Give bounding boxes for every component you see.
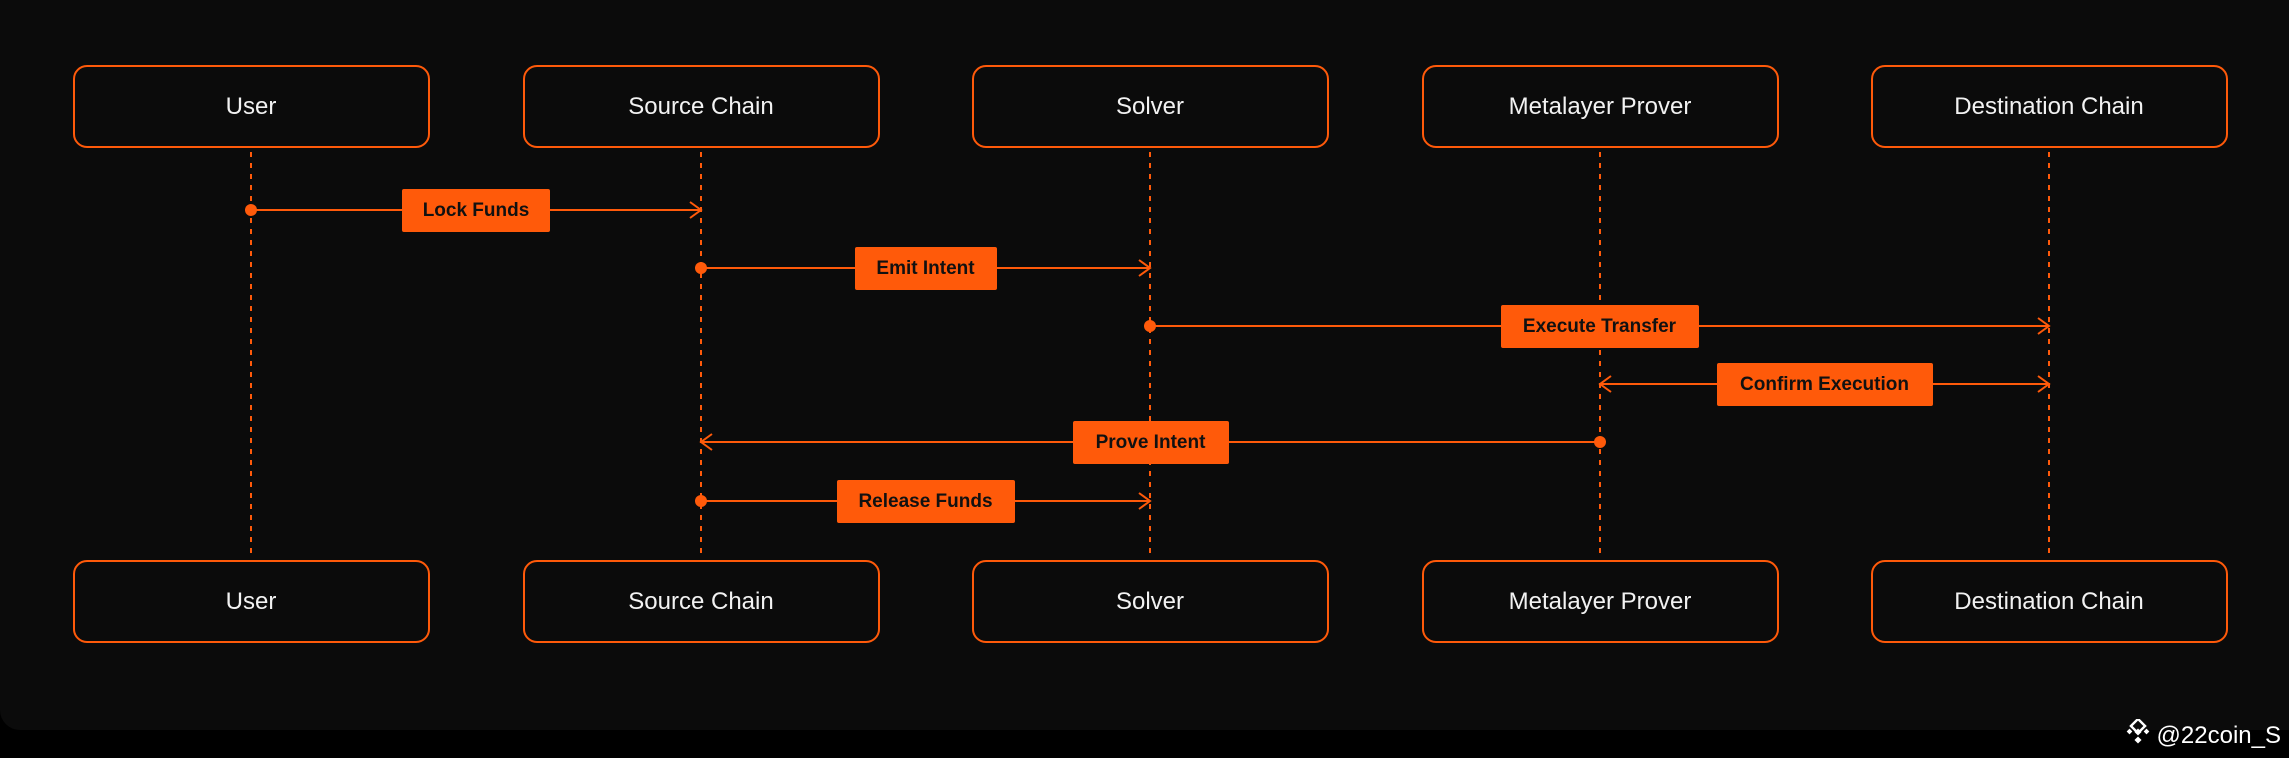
actor-label: Metalayer Prover <box>1508 587 1692 615</box>
actor-box-solver-top: Solver <box>971 65 1329 148</box>
message-origin-dot <box>1594 436 1606 448</box>
actor-label: Solver <box>1115 92 1185 120</box>
actor-box-destination-chain-top: Destination Chain <box>1870 65 2228 148</box>
message-label-release-funds: Release Funds <box>836 480 1015 523</box>
actor-box-solver-bottom: Solver <box>971 560 1329 643</box>
actor-box-source-chain-bottom: Source Chain <box>522 560 880 643</box>
arrow-head-icon <box>699 433 713 451</box>
arrow-head-start-icon <box>1598 375 1612 393</box>
message-origin-dot <box>245 204 257 216</box>
arrow-head-icon <box>1138 259 1152 277</box>
watermark: @22coin_S <box>2125 717 2281 752</box>
actor-label: User <box>225 587 277 615</box>
message-origin-dot <box>1144 320 1156 332</box>
message-label-lock-funds: Lock Funds <box>402 189 550 232</box>
message-label-emit-intent: Emit Intent <box>854 247 997 290</box>
actor-box-metalayer-prover-top: Metalayer Prover <box>1421 65 1779 148</box>
message-origin-dot <box>695 262 707 274</box>
actor-box-destination-chain-bottom: Destination Chain <box>1870 560 2228 643</box>
arrow-head-icon <box>2037 317 2051 335</box>
arrow-head-icon <box>689 201 703 219</box>
actor-label: Source Chain <box>628 587 774 615</box>
message-label-prove-intent: Prove Intent <box>1072 421 1229 464</box>
actor-box-metalayer-prover-bottom: Metalayer Prover <box>1421 560 1779 643</box>
actor-box-user-top: User <box>72 65 430 148</box>
actor-label: User <box>225 92 277 120</box>
actor-label: Destination Chain <box>1954 92 2144 120</box>
actor-box-user-bottom: User <box>72 560 430 643</box>
watermark-text: @22coin_S <box>2156 721 2281 749</box>
actor-label: Destination Chain <box>1954 587 2144 615</box>
binance-logo-icon <box>2125 717 2151 752</box>
message-origin-dot <box>695 495 707 507</box>
actor-label: Solver <box>1115 587 1185 615</box>
arrow-head-icon <box>1138 492 1152 510</box>
actor-label: Metalayer Prover <box>1508 92 1692 120</box>
actor-box-source-chain-top: Source Chain <box>522 65 880 148</box>
message-label-execute-transfer: Execute Transfer <box>1500 305 1699 348</box>
arrow-head-icon <box>2037 375 2051 393</box>
message-label-confirm-execution: Confirm Execution <box>1716 363 1933 406</box>
actor-label: Source Chain <box>628 92 774 120</box>
